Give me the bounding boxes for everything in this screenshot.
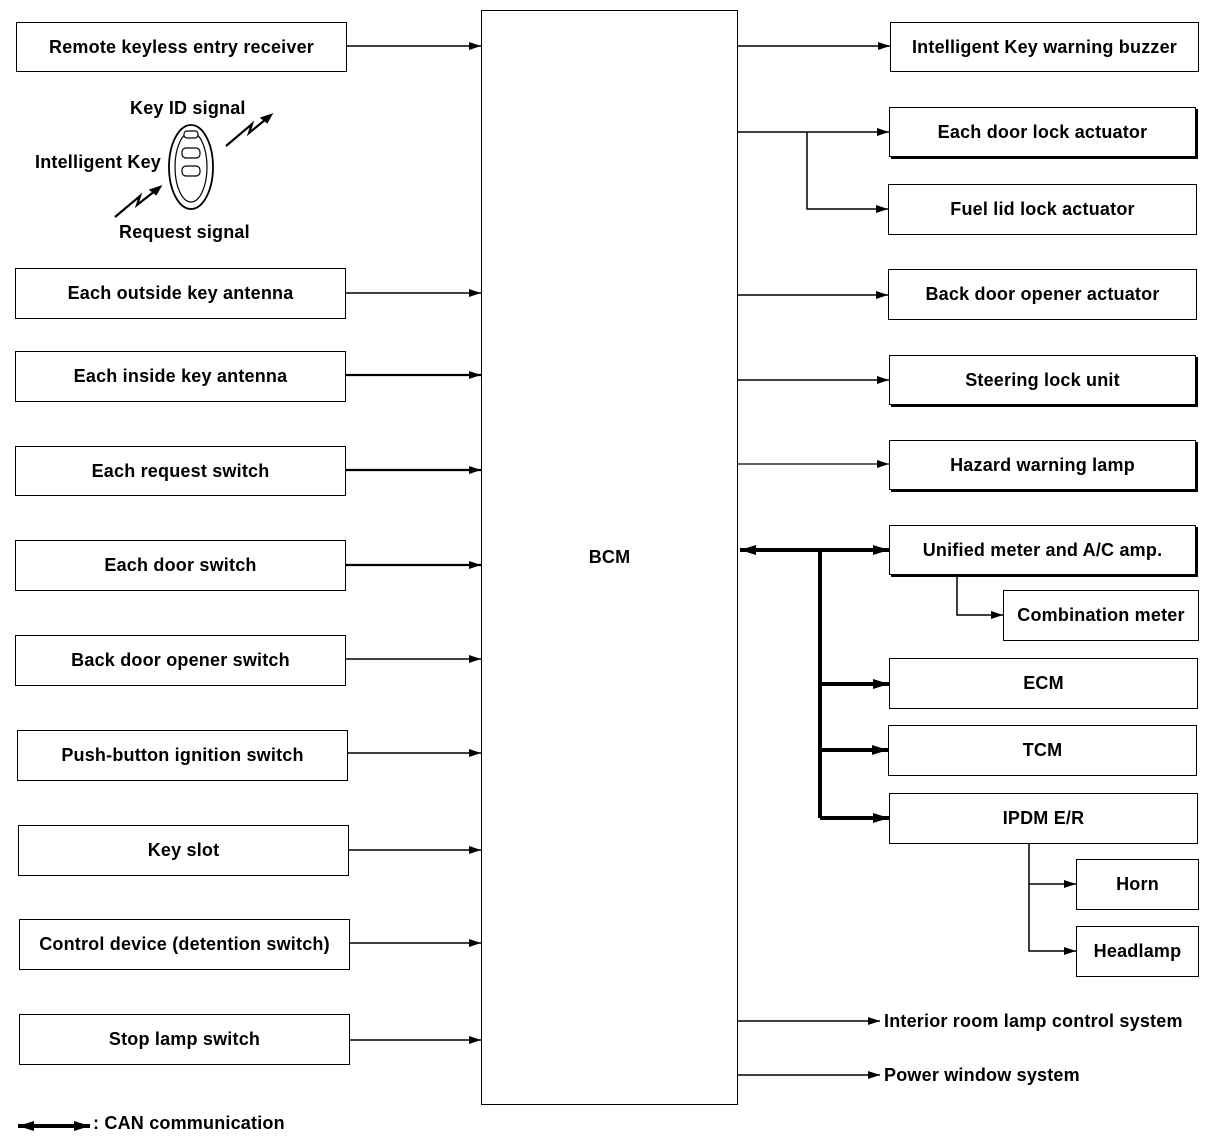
can-bus-lines bbox=[740, 545, 889, 823]
back-door-opener-actuator-label: Back door opener actuator bbox=[925, 284, 1160, 304]
ipdm-er-box: IPDM E/R bbox=[889, 793, 1198, 844]
remote-keyless-entry-receiver-box: Remote keyless entry receiver bbox=[16, 22, 347, 72]
tcm-box: TCM bbox=[888, 725, 1197, 776]
control-device-box: Control device (detention switch) bbox=[19, 919, 350, 970]
hazard-warning-lamp-box: Hazard warning lamp bbox=[889, 440, 1196, 490]
inside-key-antenna-label: Each inside key antenna bbox=[73, 366, 288, 386]
headlamp-label: Headlamp bbox=[1093, 941, 1182, 961]
hazard-warning-lamp-label: Hazard warning lamp bbox=[950, 454, 1135, 475]
request-signal-icon bbox=[114, 185, 163, 218]
ecm-label: ECM bbox=[1023, 673, 1064, 693]
control-device-label: Control device (detention switch) bbox=[39, 934, 330, 954]
bcm-label: BCM bbox=[588, 547, 631, 567]
request-switch-label: Each request switch bbox=[91, 460, 270, 481]
bcm-box: BCM bbox=[481, 10, 738, 1105]
combination-meter-label: Combination meter bbox=[1017, 605, 1185, 625]
stop-lamp-switch-box: Stop lamp switch bbox=[19, 1014, 350, 1065]
back-door-opener-switch-label: Back door opener switch bbox=[71, 650, 290, 670]
interior-room-lamp-label: Interior room lamp control system bbox=[884, 1011, 1183, 1031]
unified-meter-box: Unified meter and A/C amp. bbox=[889, 525, 1196, 575]
steering-lock-unit-label: Steering lock unit bbox=[965, 369, 1120, 390]
tcm-label: TCM bbox=[1022, 740, 1063, 760]
push-button-ignition-switch-box: Push-button ignition switch bbox=[17, 730, 348, 781]
legend-can-label: : CAN communication bbox=[93, 1113, 285, 1133]
back-door-opener-switch-box: Back door opener switch bbox=[15, 635, 346, 686]
key-id-signal-icon bbox=[225, 113, 274, 147]
intelligent-key-label: Intelligent Key bbox=[35, 152, 162, 172]
intelligent-key-icon bbox=[168, 124, 214, 210]
power-window-system-label: Power window system bbox=[884, 1065, 1080, 1085]
push-button-ignition-switch-label: Push-button ignition switch bbox=[61, 745, 304, 765]
warning-buzzer-label: Intelligent Key warning buzzer bbox=[911, 36, 1178, 57]
remote-keyless-entry-receiver-label: Remote keyless entry receiver bbox=[49, 36, 314, 57]
ipdm-er-label: IPDM E/R bbox=[1002, 808, 1085, 828]
warning-buzzer-box: Intelligent Key warning buzzer bbox=[890, 22, 1199, 72]
back-door-opener-actuator-box: Back door opener actuator bbox=[888, 269, 1197, 320]
key-slot-label: Key slot bbox=[147, 840, 220, 860]
key-slot-box: Key slot bbox=[18, 825, 349, 876]
door-lock-actuator-box: Each door lock actuator bbox=[889, 107, 1196, 157]
fuel-lid-lock-actuator-box: Fuel lid lock actuator bbox=[888, 184, 1197, 235]
door-lock-actuator-label: Each door lock actuator bbox=[937, 121, 1148, 142]
input-arrows bbox=[346, 42, 481, 1044]
key-id-signal-label: Key ID signal bbox=[130, 98, 246, 118]
stop-lamp-switch-label: Stop lamp switch bbox=[108, 1029, 261, 1049]
inside-key-antenna-box: Each inside key antenna bbox=[15, 351, 346, 402]
request-switch-box: Each request switch bbox=[15, 446, 346, 496]
combination-meter-box: Combination meter bbox=[1003, 590, 1199, 641]
outside-key-antenna-label: Each outside key antenna bbox=[67, 283, 294, 303]
output-arrows bbox=[737, 42, 1076, 1079]
ecm-box: ECM bbox=[889, 658, 1198, 709]
outside-key-antenna-box: Each outside key antenna bbox=[15, 268, 346, 319]
door-switch-label: Each door switch bbox=[104, 555, 257, 575]
door-switch-box: Each door switch bbox=[15, 540, 346, 591]
horn-label: Horn bbox=[1116, 874, 1159, 894]
fuel-lid-lock-actuator-label: Fuel lid lock actuator bbox=[950, 199, 1135, 219]
unified-meter-label: Unified meter and A/C amp. bbox=[922, 539, 1163, 560]
request-signal-label: Request signal bbox=[119, 222, 250, 242]
headlamp-box: Headlamp bbox=[1076, 926, 1199, 977]
horn-box: Horn bbox=[1076, 859, 1199, 910]
steering-lock-unit-box: Steering lock unit bbox=[889, 355, 1196, 405]
